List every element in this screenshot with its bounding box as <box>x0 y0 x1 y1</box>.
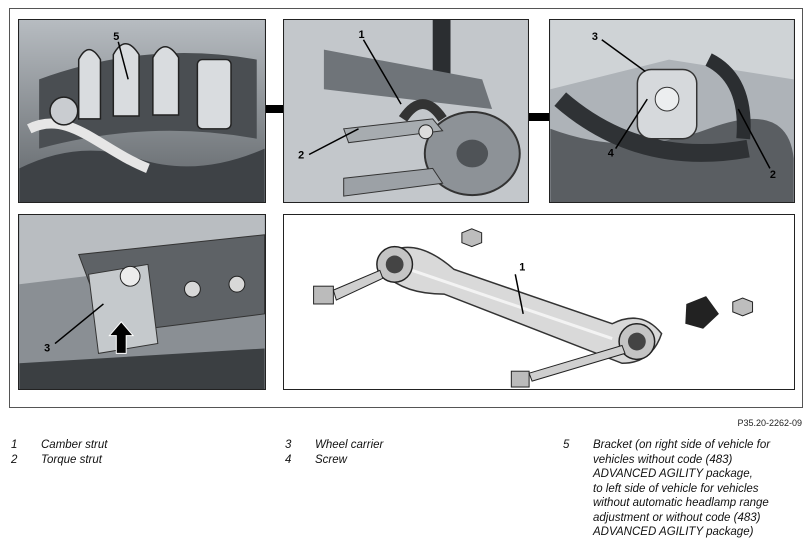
legend-text: Wheel carrier <box>315 439 384 451</box>
legend-text: Camber strut <box>41 439 108 451</box>
legend-text: Bracket (on right side of vehicle for ve… <box>593 439 771 538</box>
callout-5: 5 <box>113 31 119 43</box>
legend-number: 5 <box>563 439 570 451</box>
legend-text: Torque strut <box>41 454 102 466</box>
callout-3-carrier: 3 <box>592 31 598 43</box>
legend-number: 4 <box>285 454 292 466</box>
legend-item-3: 3 Wheel carrier <box>285 438 383 453</box>
legend-item-2: 2 Torque strut <box>11 453 102 468</box>
legend-item-4: 4 Screw <box>285 453 347 468</box>
legend-text: Screw <box>315 454 347 466</box>
photo-bracket-detail: 5 <box>18 19 266 203</box>
legend-item-1: 1 Camber strut <box>11 438 107 453</box>
photo-rear-axle-overview: 1 2 <box>283 19 529 203</box>
callout-1-diagram: 1 <box>519 261 525 273</box>
figure-reference: P35.20-2262-09 <box>737 418 802 428</box>
bracket-detail-illustration: 5 <box>19 20 265 202</box>
callout-3-underside: 3 <box>44 342 50 354</box>
legend-number: 2 <box>11 454 18 466</box>
legend-item-5: 5 Bracket (on right side of vehicle for … <box>563 438 770 540</box>
wheel-carrier-illustration: 3 4 2 <box>550 20 794 202</box>
photo-wheel-carrier-screw: 3 4 2 <box>549 19 795 203</box>
callout-1-overview: 1 <box>359 29 365 41</box>
underside-illustration: 3 <box>19 215 265 389</box>
legend-number: 3 <box>285 439 292 451</box>
rear-axle-illustration: 1 2 <box>284 20 528 202</box>
photo-wheel-carrier-underside: 3 <box>18 214 266 390</box>
callout-4-screw: 4 <box>608 148 614 160</box>
camber-strut-drawing: 1 <box>313 228 754 388</box>
callout-2-carrier: 2 <box>770 169 776 181</box>
callout-2-overview: 2 <box>298 149 304 161</box>
legend-number: 1 <box>11 439 18 451</box>
diagram-camber-strut-exploded: 1 <box>283 214 795 390</box>
figure-frame: 5 1 2 <box>9 8 803 408</box>
